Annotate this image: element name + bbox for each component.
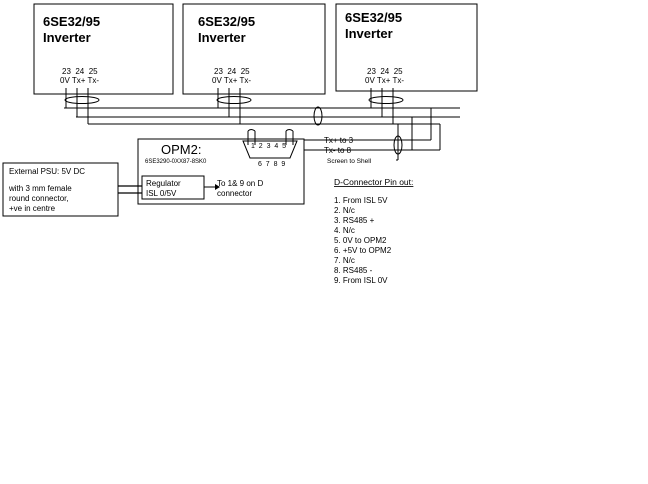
cable-screen-clip-2 bbox=[216, 96, 252, 104]
inverter-2: 6SE32/95 Inverter 23 24 25 0V Tx+ Tx- bbox=[182, 3, 326, 95]
d-connector-shell bbox=[242, 140, 298, 159]
inverter-3-box bbox=[335, 3, 478, 92]
regulator-arrow-head bbox=[215, 184, 220, 190]
psu-line-4: +ve in centre bbox=[9, 204, 56, 213]
pinout-item-8: 8. RS485 - bbox=[334, 266, 373, 275]
inverter-3-subtitle: Inverter bbox=[345, 26, 393, 41]
inverter-2-box bbox=[182, 3, 326, 95]
opm2-title: OPM2: bbox=[161, 142, 201, 157]
psu-title: External PSU: 5V DC bbox=[9, 167, 85, 176]
cable-screen-clip-1 bbox=[64, 96, 100, 104]
inverter-1-title: 6SE32/95 bbox=[43, 14, 100, 29]
tx-plus-note: Tx+ to 3 bbox=[324, 136, 354, 145]
regulator-arrow-label-2: connector bbox=[217, 189, 252, 198]
inverter-3-pin-numbers: 23 24 25 bbox=[367, 67, 403, 76]
inverter-3: 6SE32/95 Inverter 23 24 25 0V Tx+ Tx- bbox=[335, 3, 478, 92]
regulator-arrow-label-1: To 1& 9 on D bbox=[217, 179, 263, 188]
regulator-label-1: Regulator bbox=[146, 179, 181, 188]
regulator-label-2: ISL 0/5V bbox=[146, 189, 177, 198]
pinout-item-7: 7. N/c bbox=[334, 256, 355, 265]
psu-line-2: with 3 mm female bbox=[8, 184, 72, 193]
psu-box bbox=[2, 162, 119, 217]
inverter-1-pin-labels: 0V Tx+ Tx- bbox=[60, 76, 99, 85]
pinout-item-4: 4. N/c bbox=[334, 226, 355, 235]
pinout-item-1: 1. From ISL 5V bbox=[334, 196, 388, 205]
inverter-2-pin-labels: 0V Tx+ Tx- bbox=[212, 76, 251, 85]
opm2-part-number: 6SE3290-0XX87-8SK0 bbox=[145, 159, 207, 165]
d-connector-pins-top: 1 2 3 4 5 bbox=[251, 143, 286, 150]
inverter-2-pin-numbers: 23 24 25 bbox=[214, 67, 250, 76]
inverter-1: 6SE32/95 Inverter 23 24 25 0V Tx+ Tx- bbox=[33, 3, 174, 95]
pinout-item-6: 6. +5V to OPM2 bbox=[334, 246, 392, 255]
external-psu: External PSU: 5V DC with 3 mm female rou… bbox=[2, 162, 142, 217]
opm2-unit: OPM2: 6SE3290-0XX87-8SK0 1 2 3 4 5 6 7 8… bbox=[137, 129, 305, 205]
cable-screen-clip-3 bbox=[368, 96, 404, 104]
inverter-3-title: 6SE32/95 bbox=[345, 10, 402, 25]
pinout-title: D-Connector Pin out: bbox=[334, 177, 413, 187]
pinout-item-2: 2. N/c bbox=[334, 206, 355, 215]
psu-line-3: round connector, bbox=[9, 194, 69, 203]
pinout-item-3: 3. RS485 + bbox=[334, 216, 375, 225]
pinout-item-9: 9. From ISL 0V bbox=[334, 276, 388, 285]
inverter-1-subtitle: Inverter bbox=[43, 30, 91, 45]
bus-cables bbox=[64, 88, 460, 161]
tx-minus-note: Tx- to 8 bbox=[324, 146, 352, 155]
inverter-2-title: 6SE32/95 bbox=[198, 14, 255, 29]
connector-screen-clip bbox=[393, 135, 403, 155]
bus-screen-clip bbox=[313, 106, 323, 126]
connection-notes: Tx+ to 3 Tx- to 8 Screen to Shell bbox=[324, 136, 372, 165]
pinout-item-5: 5. 0V to OPM2 bbox=[334, 236, 387, 245]
inverter-1-pin-numbers: 23 24 25 bbox=[62, 67, 98, 76]
inverter-3-pin-labels: 0V Tx+ Tx- bbox=[365, 76, 404, 85]
inverter-1-box bbox=[33, 3, 174, 95]
inverter-2-subtitle: Inverter bbox=[198, 30, 246, 45]
pinout-list: D-Connector Pin out: 1. From ISL 5V 2. N… bbox=[334, 177, 413, 285]
d-connector-pins-bottom: 6 7 8 9 bbox=[258, 161, 285, 168]
screen-note: Screen to Shell bbox=[327, 158, 372, 165]
